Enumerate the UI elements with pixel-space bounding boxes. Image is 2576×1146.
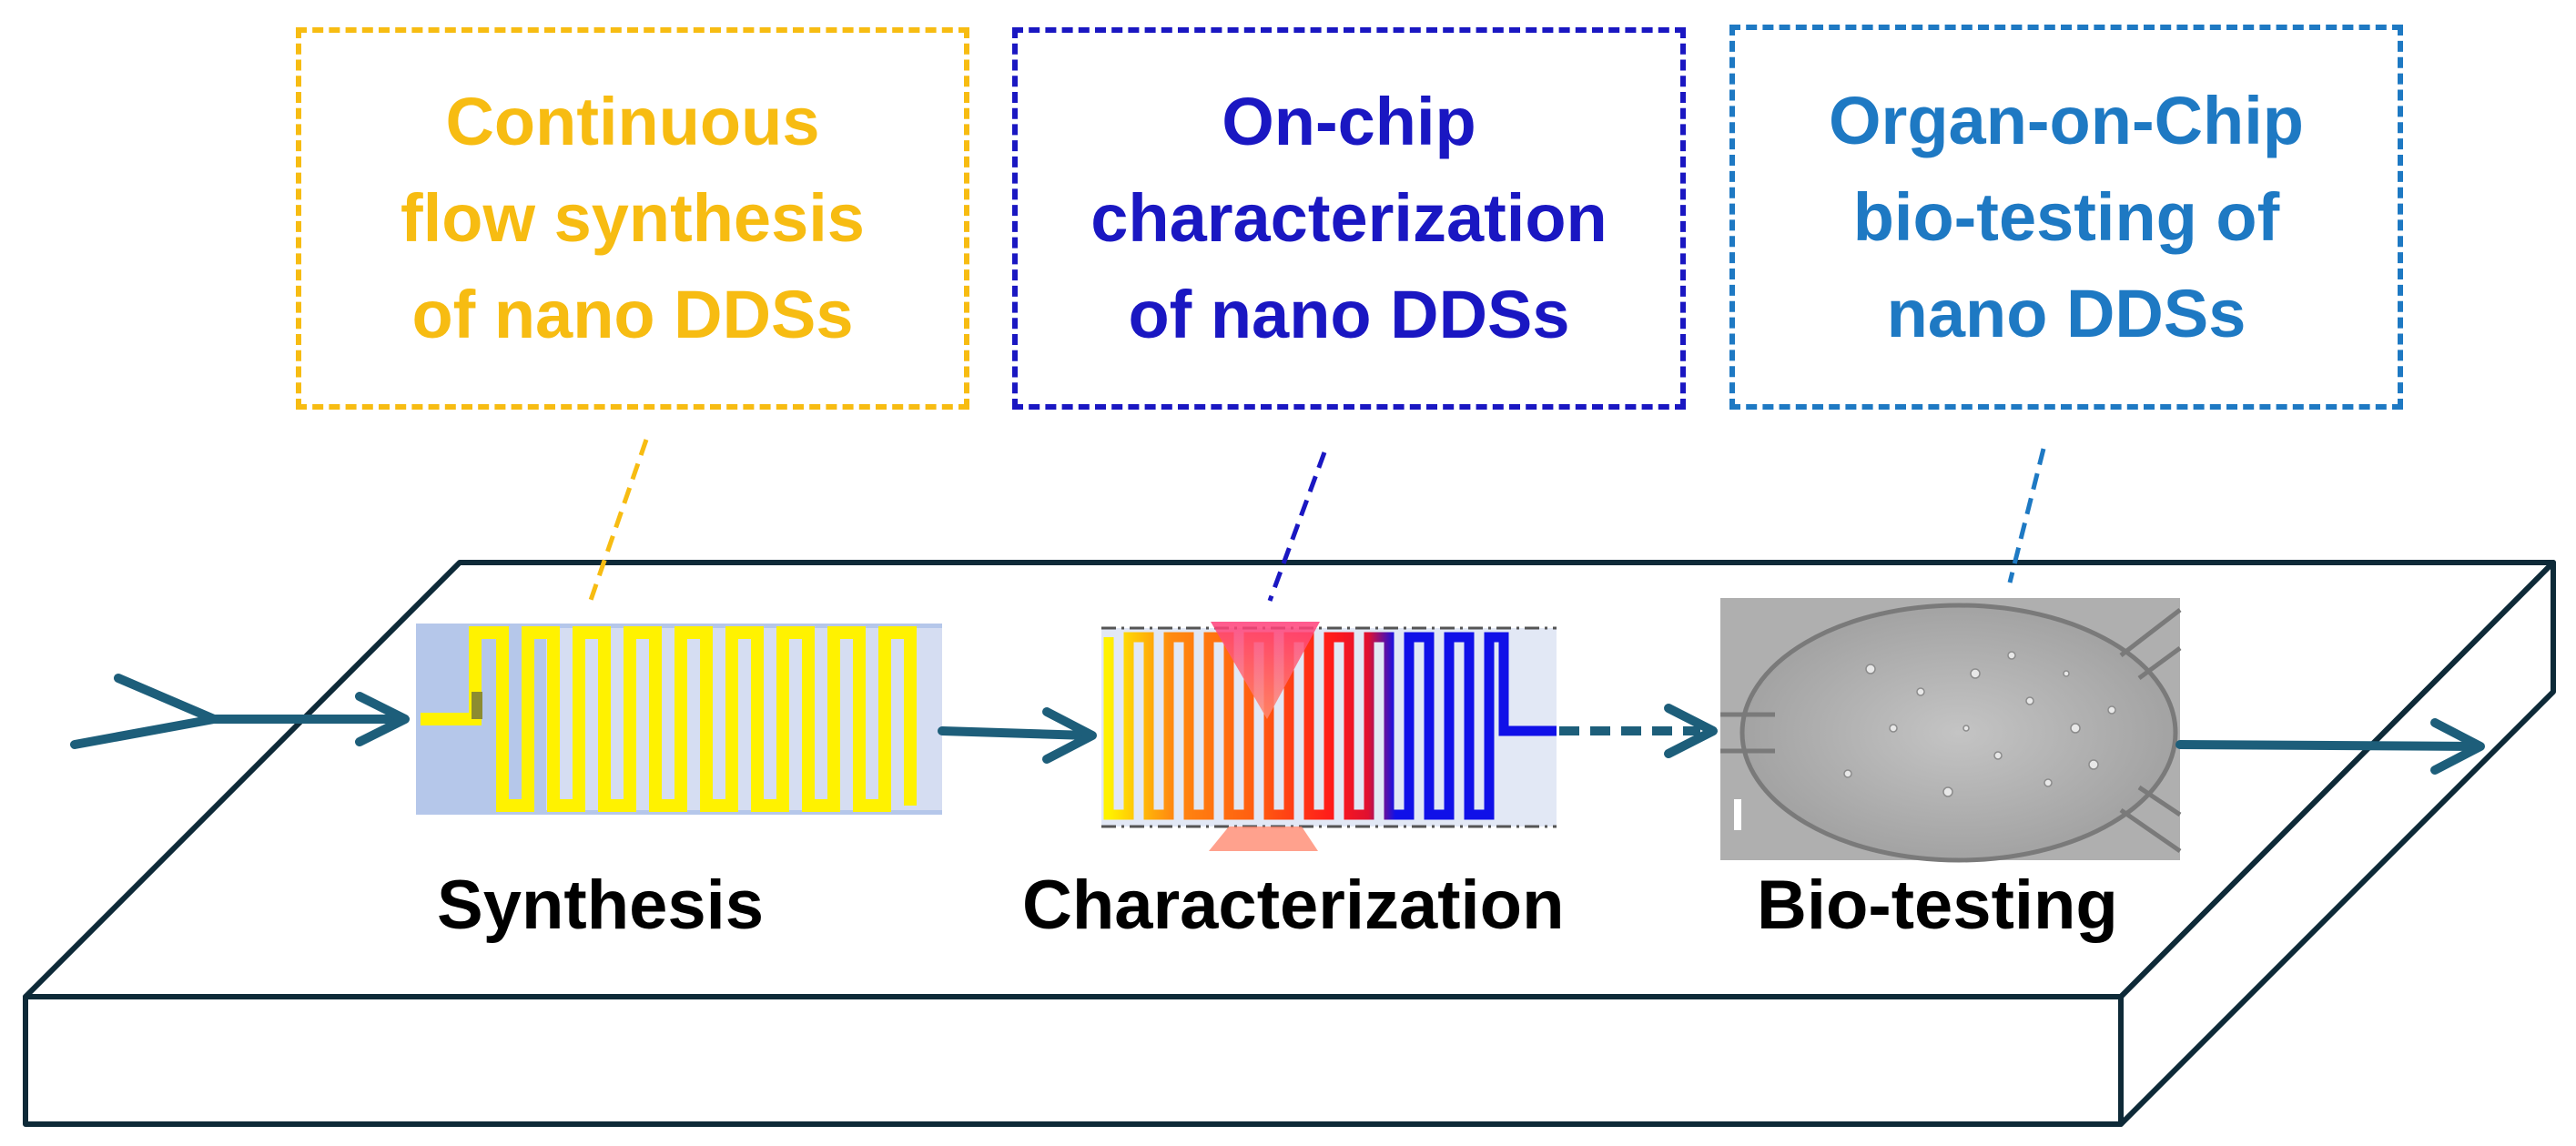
synthesis-callout-line-3: of nano DDSs — [411, 277, 854, 352]
inlet-arrow — [70, 674, 410, 749]
slab-side-face — [2118, 560, 2556, 1127]
biotesting-callout-box: Organ-on-Chip bio-testing of nano DDSs — [1729, 25, 2403, 410]
synthesis-callout-line-2: flow synthesis — [401, 180, 865, 256]
synthesis-label: Synthesis — [437, 867, 765, 944]
biotesting-callout-line-3: nano DDSs — [1886, 275, 2246, 351]
characterization-label: Characterization — [1022, 867, 1565, 944]
biotesting-callout-line-2: bio-testing of — [1852, 178, 2280, 255]
characterization-callout-line-1: On-chip — [1222, 84, 1476, 159]
synthesis-serpentine-channel — [421, 626, 917, 812]
laser-beam-bottom — [1209, 827, 1318, 851]
biotesting-callout-line-1: Organ-on-Chip — [1828, 82, 2304, 158]
outlet-arrow — [2175, 718, 2485, 775]
laser-beam-top — [1211, 622, 1320, 719]
synthesis-connector-line — [586, 439, 649, 606]
synthesis-chip-image — [416, 624, 942, 815]
synthesis-callout-box: Continuous flow synthesis of nano DDSs — [296, 27, 969, 410]
characterization-callout-line-2: characterization — [1090, 180, 1607, 256]
characterization-serpentine-channel — [1103, 632, 1557, 820]
characterization-callout-line-3: of nano DDSs — [1128, 277, 1570, 352]
scale-bar — [1734, 799, 1741, 830]
characterization-callout-box: On-chip characterization of nano DDSs — [1012, 27, 1686, 410]
biotesting-label: Bio-testing — [1757, 867, 2118, 944]
culture-chamber — [1739, 603, 2178, 863]
slab-front-face — [23, 994, 2124, 1127]
biotesting-connector-line — [2007, 448, 2046, 583]
biotesting-chip-image — [1720, 598, 2182, 863]
synthesis-to-characterization-arrow — [938, 707, 1097, 764]
characterization-chip-image — [1101, 622, 1557, 851]
synthesis-callout-line-1: Continuous — [445, 84, 820, 159]
characterization-to-biotesting-arrow — [1559, 704, 1718, 758]
characterization-connector-line — [1267, 451, 1327, 602]
